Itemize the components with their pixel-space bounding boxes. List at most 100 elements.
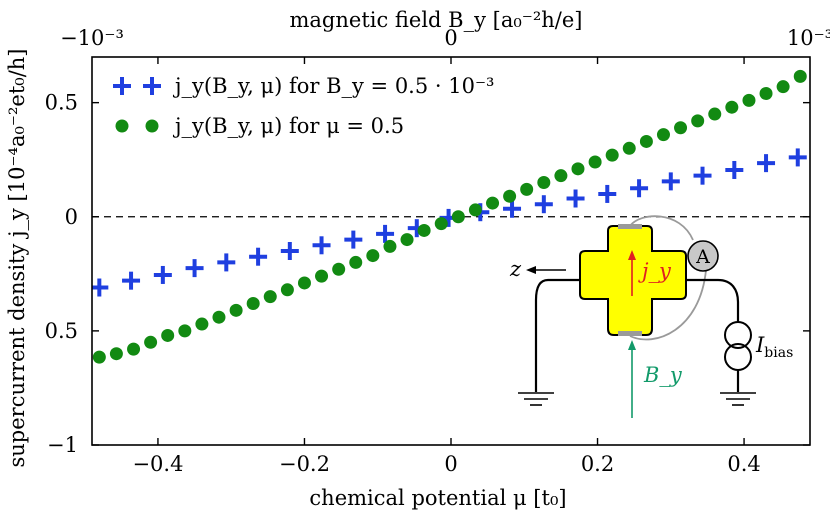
data-point-dot [776,80,790,94]
series-2 [92,69,807,364]
data-point-dot [656,128,670,142]
data-point-plus [280,242,299,260]
x-tick-label: 0.2 [581,452,614,476]
x-tick-label: −0.4 [132,452,183,476]
data-point-dot [332,262,346,276]
data-point-dot [520,182,534,196]
data-point-dot [742,93,756,107]
sample-cross [579,225,687,336]
ground-right-icon [720,392,756,406]
legend-label-series-1: j_y(B_y, μ) for B_y = 0.5 · 10⁻³ [172,74,494,98]
x-tick-label: 0 [444,452,457,476]
data-point-dot [451,210,465,224]
z-label: z [509,257,522,281]
data-point-dot [468,203,482,217]
data-point-plus [757,154,776,173]
data-point-dot [366,249,380,263]
contact-bottom [618,331,642,336]
y-tick-label: 0 [65,205,78,229]
data-point-plus [598,184,617,203]
ammeter-icon [687,240,719,272]
data-point-dot [349,255,363,269]
z-arrow-icon [526,266,566,274]
data-point-plus [312,236,331,255]
data-point-dot [178,324,192,338]
data-point-dot [280,283,294,297]
legend-label-series-2: j_y(B_y, μ) for μ = 0.5 [172,114,404,138]
data-point-plus [185,259,204,278]
data-point-plus [344,230,363,249]
data-point-dot [246,296,260,310]
data-point-dot [161,328,175,342]
data-point-plus [725,160,744,179]
data-point-dot [503,189,517,203]
data-point-dot [486,196,500,210]
legend-marker-plus [113,77,161,95]
top-tick-label: 10⁻³ [787,26,830,50]
legend: j_y(B_y, μ) for B_y = 0.5 · 10⁻³ j_y(B_y… [113,74,494,138]
data-point-dot [263,290,277,304]
top-tick-label: −10⁻³ [60,26,124,50]
data-point-dot [195,317,209,331]
data-point-dot [212,310,226,324]
data-point-plus [788,148,807,167]
wire-left [534,278,580,392]
ammeter-lead-top [629,215,694,241]
data-point-plus [630,179,649,198]
data-point-dot [537,176,551,190]
data-point-plus [92,278,109,297]
data-point-plus [566,189,585,208]
data-point-dot [708,107,722,121]
series-1 [92,148,807,297]
data-point-dot [793,69,807,83]
data-point-plus [153,265,172,284]
ammeter-lead-bottom [629,269,707,341]
data-point-plus [661,172,680,191]
data-point-dot [109,347,123,361]
current-label: j_y [638,259,672,283]
data-point-dot [297,276,311,290]
data-point-dot [622,141,636,155]
data-point-dot [144,335,158,349]
legend-marker-dot [115,119,159,133]
data-point-plus [122,271,141,290]
x-tick-label: 0.4 [727,452,760,476]
data-point-dot [92,350,106,364]
field-arrow-icon [628,340,636,418]
current-source-icon [724,321,752,371]
wire-right [686,278,740,322]
data-point-dot [417,223,431,237]
x-axis-label: chemical potential μ [t₀] [309,486,566,510]
data-point-plus [217,253,236,272]
ground-left-icon [518,392,554,406]
data-point-dot [229,303,243,317]
data-point-dot [127,342,141,356]
data-point-plus [503,199,522,218]
plot-frame [91,56,811,446]
field-label: B_y [643,363,683,387]
data-point-dot [605,148,619,162]
x-tick-label: −0.2 [279,452,330,476]
contact-top [618,224,642,229]
data-point-dot [383,239,397,253]
bias-label: Ibias [755,333,793,361]
top-tick-label: 0 [444,26,457,50]
data-point-dot [571,162,585,176]
data-point-dot [691,114,705,128]
data-point-dot [315,269,329,283]
inset-schematic: Ibias j_y B_y z A [509,215,793,418]
data-point-dot [639,134,653,148]
data-point-dot [759,87,773,101]
data-point-plus [249,247,268,266]
data-point-plus [534,195,553,214]
y-tick-label: −1 [47,433,78,457]
current-arrow-icon [628,250,636,296]
data-point-dot [400,233,414,247]
data-point-plus [376,224,395,243]
data-point-plus [693,166,712,185]
data-point-dot [434,217,448,231]
y-axis-label: supercurrent density j_y [10⁻⁴a₀⁻²et₀/h] [5,49,29,468]
y-tick-label: 0.5 [45,91,78,115]
